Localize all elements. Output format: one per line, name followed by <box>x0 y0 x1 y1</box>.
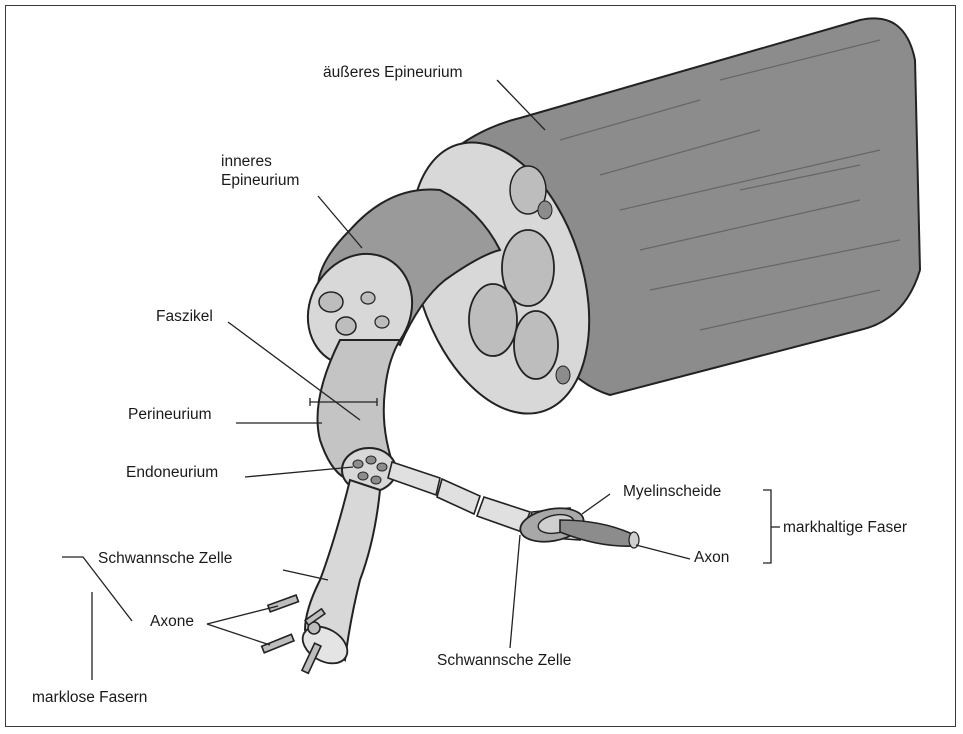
label-inner-epineurium-line2: Epineurium <box>221 171 299 190</box>
fascicle-section-3 <box>469 284 517 356</box>
label-fascicle: Faszikel <box>156 307 213 326</box>
label-unmyelinated-fibers: marklose Fasern <box>32 688 147 707</box>
label-outer-epineurium: äußeres Epineurium <box>323 63 463 82</box>
label-schwann-cell-left: Schwannsche Zelle <box>98 549 232 568</box>
label-myelinated-fiber: markhaltige Faser <box>783 518 907 537</box>
label-endoneurium: Endoneurium <box>126 463 218 482</box>
label-myelin-sheath: Myelinscheide <box>623 482 721 501</box>
label-schwann-cell-bottom: Schwannsche Zelle <box>437 651 571 670</box>
axon-core <box>560 520 636 546</box>
fascicle-section-5 <box>556 366 570 384</box>
label-axons: Axone <box>150 612 194 631</box>
label-inner-epineurium-line1: inneres <box>221 152 299 171</box>
label-axon: Axon <box>694 548 729 567</box>
label-perineurium: Perineurium <box>128 405 212 424</box>
fascicle-section-6 <box>538 201 552 219</box>
fascicle-section-4 <box>514 311 558 379</box>
label-inner-epineurium: inneres Epineurium <box>221 152 299 190</box>
